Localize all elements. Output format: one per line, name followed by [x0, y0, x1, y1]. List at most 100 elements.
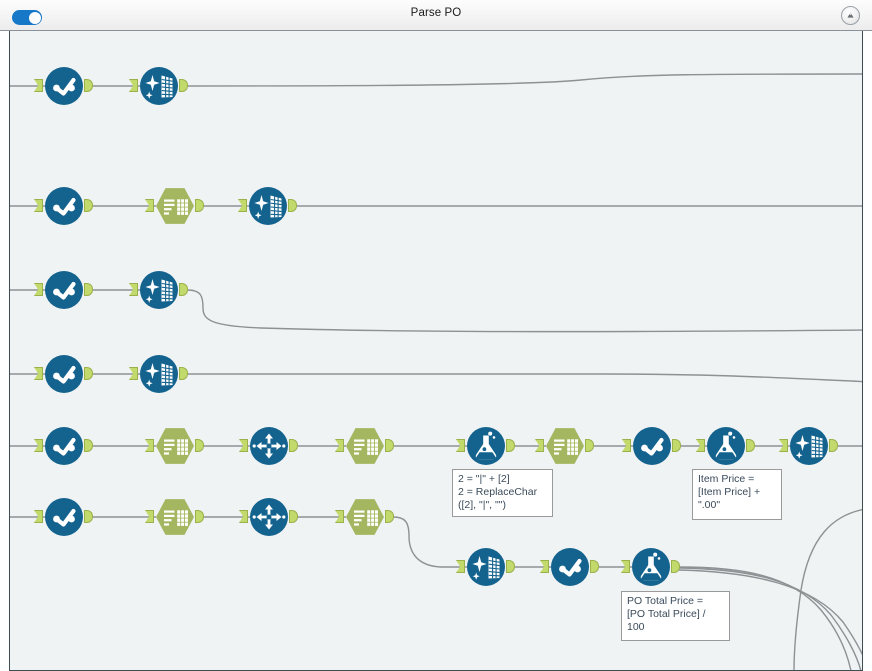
- node-icon-wrap: [45, 67, 83, 105]
- workflow-node-data-cleansing[interactable]: [456, 548, 515, 586]
- workflow-canvas[interactable]: 2 = "|" + [2] 2 = ReplaceChar ([2], "|",…: [9, 31, 863, 671]
- workflow-node-formula-flask[interactable]: [456, 427, 515, 465]
- node-input-anchor[interactable]: [238, 199, 247, 212]
- workflow-node-select-tool[interactable]: [622, 427, 681, 465]
- node-output-anchor[interactable]: [288, 199, 297, 212]
- select-tool-icon: [559, 558, 582, 577]
- node-output-anchor[interactable]: [195, 439, 204, 452]
- filter-table-icon: [554, 439, 578, 455]
- workflow-node-select-tool[interactable]: [34, 355, 93, 393]
- workflow-node-filter-table[interactable]: [145, 498, 204, 536]
- node-input-anchor[interactable]: [145, 199, 154, 212]
- workflow-node-data-cleansing[interactable]: [129, 271, 188, 309]
- node-input-anchor[interactable]: [129, 79, 138, 92]
- node-output-anchor[interactable]: [829, 439, 838, 452]
- annotation-item-price[interactable]: Item Price = [Item Price] + ".00": [692, 469, 782, 520]
- node-output-anchor[interactable]: [84, 510, 93, 523]
- node-output-anchor[interactable]: [385, 510, 394, 523]
- node-output-anchor[interactable]: [672, 439, 681, 452]
- workflow-node-filter-table[interactable]: [145, 427, 204, 465]
- node-input-anchor[interactable]: [239, 439, 248, 452]
- data-cleansing-icon: [145, 363, 173, 387]
- workflow-node-filter-table[interactable]: [145, 187, 204, 225]
- node-input-anchor[interactable]: [622, 439, 631, 452]
- node-input-anchor[interactable]: [239, 510, 248, 523]
- node-input-anchor[interactable]: [779, 439, 788, 452]
- node-input-anchor[interactable]: [129, 367, 138, 380]
- workflow-node-filter-table[interactable]: [335, 498, 394, 536]
- collapse-container-button[interactable]: [841, 6, 860, 25]
- node-icon-wrap: [346, 427, 384, 465]
- node-output-anchor[interactable]: [179, 367, 188, 380]
- enable-container-toggle[interactable]: [12, 10, 42, 25]
- node-input-anchor[interactable]: [535, 439, 544, 452]
- node-input-anchor[interactable]: [145, 439, 154, 452]
- node-output-anchor[interactable]: [746, 439, 755, 452]
- workflow-node-transpose-arrows[interactable]: [239, 427, 298, 465]
- node-input-anchor[interactable]: [621, 560, 630, 573]
- workflow-node-select-tool[interactable]: [34, 427, 93, 465]
- workflow-node-formula-flask[interactable]: [621, 548, 680, 586]
- workflow-node-select-tool[interactable]: [34, 187, 93, 225]
- node-output-anchor[interactable]: [84, 439, 93, 452]
- node-output-anchor[interactable]: [506, 560, 515, 573]
- node-input-anchor[interactable]: [34, 510, 43, 523]
- select-tool-icon: [53, 77, 76, 96]
- node-output-anchor[interactable]: [289, 439, 298, 452]
- node-input-anchor[interactable]: [145, 510, 154, 523]
- node-input-anchor[interactable]: [34, 439, 43, 452]
- node-icon-wrap: [156, 498, 194, 536]
- node-input-anchor[interactable]: [34, 79, 43, 92]
- select-tool-icon: [53, 197, 76, 216]
- filter-table-icon: [164, 439, 188, 455]
- node-input-anchor[interactable]: [129, 283, 138, 296]
- annotation-po-total-price[interactable]: PO Total Price = [PO Total Price] / 100: [621, 591, 730, 641]
- node-output-anchor[interactable]: [671, 560, 680, 573]
- node-input-anchor[interactable]: [540, 560, 549, 573]
- node-input-anchor[interactable]: [34, 283, 43, 296]
- annotation-formula-pipe-replace[interactable]: 2 = "|" + [2] 2 = ReplaceChar ([2], "|",…: [452, 469, 553, 517]
- node-input-anchor[interactable]: [456, 560, 465, 573]
- node-icon-wrap: [467, 427, 505, 465]
- node-body: [45, 427, 83, 465]
- node-output-anchor[interactable]: [84, 79, 93, 92]
- data-cleansing-icon: [254, 195, 282, 219]
- node-input-anchor[interactable]: [335, 510, 344, 523]
- node-input-anchor[interactable]: [34, 367, 43, 380]
- node-input-anchor[interactable]: [696, 439, 705, 452]
- workflow-node-filter-table[interactable]: [535, 427, 594, 465]
- node-output-anchor[interactable]: [195, 510, 204, 523]
- collapse-icon: [847, 12, 854, 18]
- workflow-node-filter-table[interactable]: [335, 427, 394, 465]
- node-output-anchor[interactable]: [585, 439, 594, 452]
- workflow-node-select-tool[interactable]: [34, 271, 93, 309]
- filter-table-icon: [164, 510, 188, 526]
- node-output-anchor[interactable]: [84, 367, 93, 380]
- node-input-anchor[interactable]: [34, 199, 43, 212]
- node-output-anchor[interactable]: [506, 439, 515, 452]
- workflow-node-select-tool[interactable]: [540, 548, 599, 586]
- node-icon-wrap: [140, 67, 178, 105]
- node-input-anchor[interactable]: [456, 439, 465, 452]
- workflow-node-data-cleansing[interactable]: [129, 355, 188, 393]
- node-output-anchor[interactable]: [179, 283, 188, 296]
- workflow-node-data-cleansing[interactable]: [129, 67, 188, 105]
- workflow-node-select-tool[interactable]: [34, 498, 93, 536]
- node-output-anchor[interactable]: [590, 560, 599, 573]
- node-input-anchor[interactable]: [335, 439, 344, 452]
- node-icon-wrap: [156, 187, 194, 225]
- node-output-anchor[interactable]: [289, 510, 298, 523]
- node-output-anchor[interactable]: [84, 199, 93, 212]
- workflow-node-data-cleansing[interactable]: [238, 187, 297, 225]
- node-output-anchor[interactable]: [84, 283, 93, 296]
- node-output-anchor[interactable]: [195, 199, 204, 212]
- node-body: [551, 548, 589, 586]
- workflow-node-data-cleansing[interactable]: [779, 427, 838, 465]
- data-cleansing-icon: [145, 75, 173, 99]
- node-output-anchor[interactable]: [179, 79, 188, 92]
- workflow-node-select-tool[interactable]: [34, 67, 93, 105]
- workflow-node-formula-flask[interactable]: [696, 427, 755, 465]
- node-output-anchor[interactable]: [385, 439, 394, 452]
- workflow-node-transpose-arrows[interactable]: [239, 498, 298, 536]
